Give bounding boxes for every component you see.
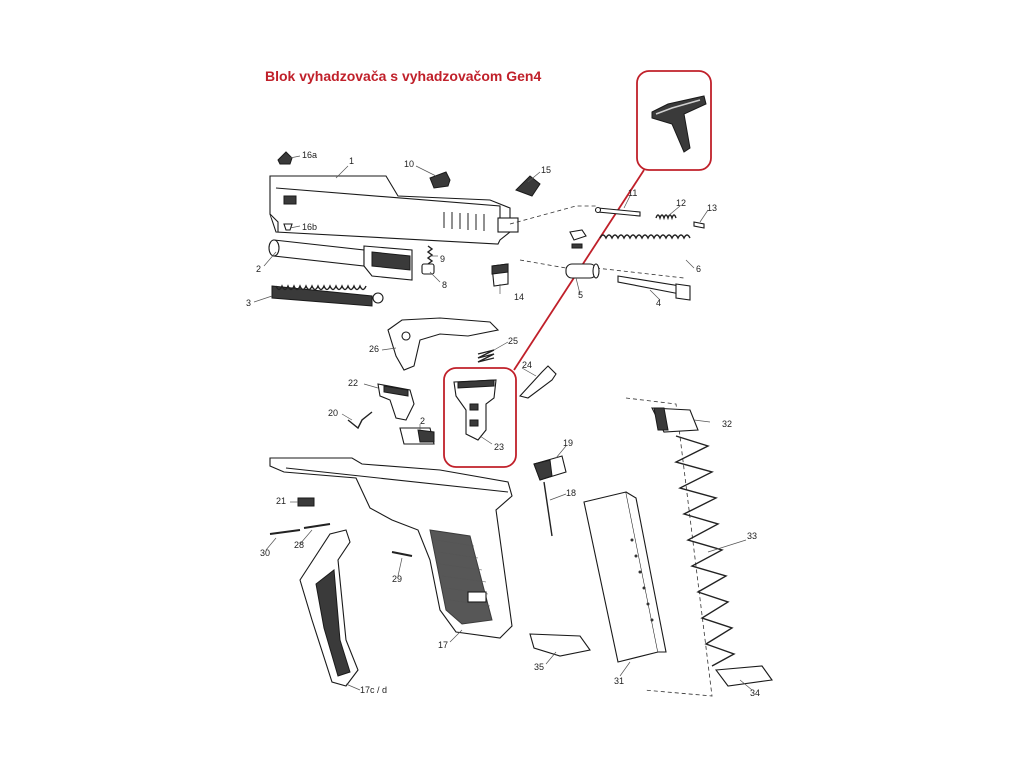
- magazine-catch-spring: [543, 481, 553, 537]
- label-29: 29: [392, 574, 402, 584]
- ejector-closeup-icon: [651, 95, 707, 153]
- slide-lock-spring: [477, 349, 495, 363]
- pin-28: [303, 523, 331, 529]
- backstrap: [299, 529, 359, 687]
- label-6: 6: [696, 264, 701, 274]
- label-10: 10: [404, 159, 414, 169]
- slide-cover-plate: [515, 175, 541, 197]
- label-15: 15: [541, 165, 551, 175]
- label-27: 2: [420, 416, 425, 426]
- label-11: 11: [628, 188, 637, 198]
- firing-pin-assembly: [569, 206, 705, 249]
- label-16b: 16b: [302, 222, 317, 232]
- label-33: 33: [747, 531, 757, 541]
- label-5: 5: [578, 290, 583, 300]
- label-17cd: 17c / d: [360, 685, 387, 695]
- label-22: 22: [348, 378, 358, 388]
- label-9: 9: [440, 254, 445, 264]
- pin-30: [269, 529, 301, 535]
- label-12: 12: [676, 198, 686, 208]
- label-34: 34: [750, 688, 760, 698]
- label-8: 8: [442, 280, 447, 290]
- spring-loaded-bearing: [421, 245, 435, 275]
- front-sight: [277, 151, 293, 165]
- magazine-insert: [714, 665, 773, 687]
- frame: [269, 457, 513, 639]
- label-23: 23: [494, 442, 504, 452]
- label-3: 3: [246, 298, 251, 308]
- rear-sight: [429, 171, 451, 189]
- magazine-body: [583, 491, 667, 663]
- label-28: 28: [294, 540, 304, 550]
- label-32: 32: [722, 419, 732, 429]
- pin-29: [391, 551, 413, 557]
- trigger-mechanism-housing-pin: [297, 497, 315, 507]
- ejector-closeup-callout: [636, 70, 712, 171]
- label-31: 31: [614, 676, 624, 686]
- label-24: 24: [522, 360, 532, 370]
- label-35: 35: [534, 662, 544, 672]
- magazine-internals-outline: [625, 397, 713, 697]
- label-16a: 16a: [302, 150, 317, 160]
- label-30: 30: [260, 548, 270, 558]
- label-13: 13: [707, 203, 717, 213]
- label-18: 18: [566, 488, 576, 498]
- label-1: 1: [349, 156, 354, 166]
- barrel: [268, 239, 413, 281]
- label-14: 14: [514, 292, 524, 302]
- front-sight-screw: [283, 223, 293, 231]
- magazine-spring: [674, 435, 736, 667]
- label-25: 25: [508, 336, 518, 346]
- ejector-frame: [443, 367, 517, 468]
- spacer-sleeve: [565, 263, 600, 279]
- recoil-spring-assembly: [271, 284, 384, 307]
- label-2: 2: [256, 264, 261, 274]
- label-4: 4: [656, 298, 661, 308]
- part-labels: 16a 1 10 15 11 12 13 16b 6 2 9 8 5 3 14 …: [246, 150, 760, 698]
- slide: [269, 175, 519, 245]
- ejector-part: [453, 379, 497, 441]
- firing-pin: [617, 275, 691, 301]
- label-21: 21: [276, 496, 286, 506]
- label-20: 20: [328, 408, 338, 418]
- label-19: 19: [563, 438, 573, 448]
- trigger-housing: [387, 317, 500, 371]
- trigger-spring: [347, 411, 373, 430]
- label-17: 17: [438, 640, 448, 650]
- magazine-floor-plate: [529, 633, 591, 657]
- diagram-title: Blok vyhadzovača s vyhadzovačom Gen4: [265, 68, 542, 84]
- trigger-pin: [518, 365, 557, 399]
- closeup-frame: [636, 70, 712, 171]
- label-26: 26: [369, 344, 379, 354]
